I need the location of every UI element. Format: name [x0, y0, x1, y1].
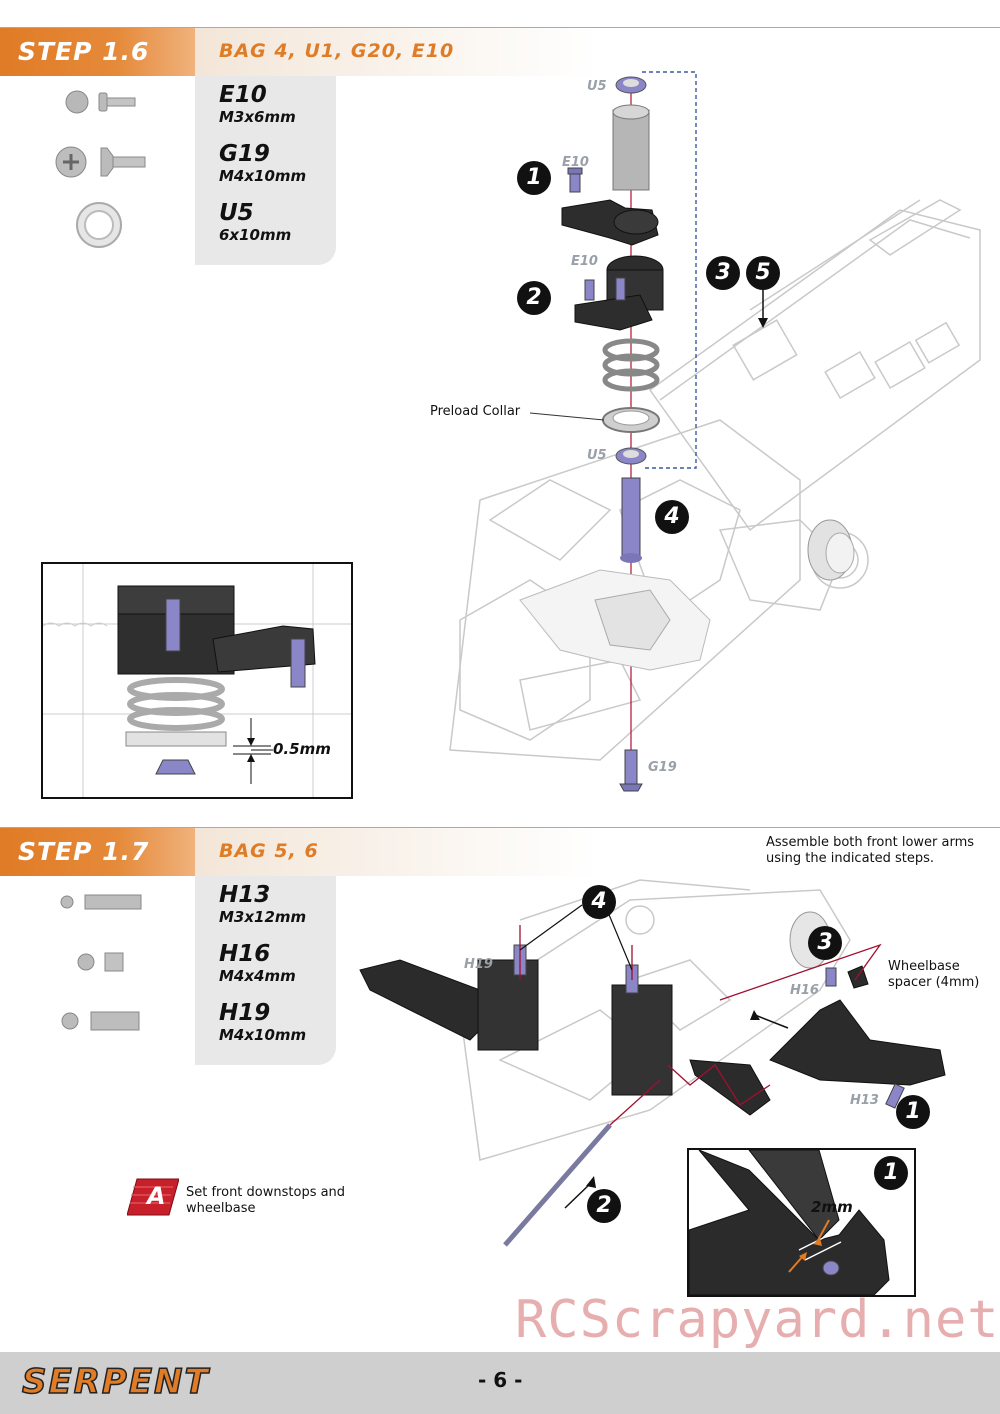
h16-tag: H16 — [790, 983, 819, 998]
page-footer: SERPENT - 6 - — [0, 1352, 1000, 1414]
part-code: E10 — [219, 82, 267, 108]
parts-list: E10 M3x6mm G19 M4x10mm U5 6x10mm — [195, 76, 336, 265]
step-title: STEP 1.7 — [18, 837, 150, 866]
part-size: 6x10mm — [219, 226, 292, 244]
button-head-screw-icon — [65, 90, 136, 114]
part-code: G19 — [219, 141, 270, 167]
callout-1: 1 — [896, 1095, 930, 1129]
section-rule — [0, 827, 1000, 828]
u5-tag: U5 — [587, 448, 607, 463]
callout-3: 3 — [706, 256, 740, 290]
callout-2: 2 — [587, 1189, 621, 1223]
hinge-pin — [503, 1123, 612, 1247]
dashed-bracket — [642, 71, 697, 469]
part-code: H16 — [219, 941, 271, 967]
step-title: STEP 1.6 — [18, 37, 150, 66]
part-size: M4x10mm — [219, 1026, 307, 1044]
front-arm-diagram — [359, 879, 946, 1247]
step-header: STEP 1.7 — [0, 828, 195, 876]
brand-logo: SERPENT — [21, 1361, 210, 1403]
callout-1: 1 — [517, 161, 551, 195]
wheelbase-spacer-note: Wheelbase spacer (4mm) — [888, 959, 980, 990]
part-size: M4x4mm — [219, 967, 296, 985]
bag-header: BAG 4, U1, G20, E10 — [195, 28, 1000, 76]
short-set-screw-icon — [77, 952, 124, 972]
set-screw-icon — [60, 894, 142, 910]
g19-tag: G19 — [648, 760, 677, 775]
part-icons — [60, 894, 142, 1031]
bag-label: BAG 4, U1, G20, E10 — [219, 40, 455, 62]
parts-list: H13 M3x12mm H16 M4x4mm H19 M4x10mm — [195, 876, 336, 1065]
setup-note: Set front downstops and wheelbase — [186, 1185, 346, 1216]
step-header: STEP 1.6 — [0, 28, 195, 76]
h13-tag: H13 — [850, 1093, 879, 1108]
setup-badge-letter: A — [147, 1182, 166, 1210]
chassis-exploded-diagram — [449, 71, 981, 792]
e10-tag: E10 — [571, 254, 598, 269]
callout-4: 4 — [582, 885, 616, 919]
spring — [602, 338, 660, 392]
part-size: M3x6mm — [219, 108, 296, 126]
washer-icon — [76, 202, 122, 248]
pin-icon — [61, 1011, 140, 1031]
downstop-dimension: 2mm — [811, 1198, 853, 1216]
part-size: M4x10mm — [219, 167, 307, 185]
part-code: U5 — [219, 200, 254, 226]
part-code: H13 — [219, 882, 271, 908]
u5-tag: U5 — [587, 79, 607, 94]
preload-detail-inset: 0.5mm — [41, 562, 353, 799]
callout-2: 2 — [517, 281, 551, 315]
chassis-outline — [449, 199, 981, 761]
setup-badge: A — [126, 1177, 180, 1217]
page-number: - 6 - — [478, 1368, 523, 1392]
h19-tag: H19 — [464, 957, 493, 972]
inset-callout-1: 1 — [874, 1156, 908, 1190]
preload-gap-dimension: 0.5mm — [273, 740, 331, 758]
bag-label: BAG 5, 6 — [219, 840, 319, 862]
part-icons — [55, 90, 146, 248]
right-lower-arm — [769, 999, 946, 1086]
downstop-detail-inset: 1 2mm — [687, 1148, 916, 1297]
part-size: M3x12mm — [219, 908, 307, 926]
preload-collar-label: Preload Collar — [430, 404, 521, 419]
callout-4: 4 — [655, 500, 689, 534]
watermark: RCScrapyard.net — [515, 1290, 1000, 1350]
callout-3: 3 — [808, 926, 842, 960]
callout-5: 5 — [746, 256, 780, 290]
e10-tag: E10 — [562, 155, 589, 170]
bag-header: BAG 5, 6 — [195, 828, 1000, 876]
left-lower-arm — [359, 959, 491, 1041]
assembly-note: Assemble both front lower arms using the… — [766, 835, 975, 866]
part-code: H19 — [219, 1000, 271, 1026]
countersunk-screw-icon — [55, 146, 146, 178]
pulley — [807, 519, 855, 581]
setup-badge-icon — [126, 1178, 180, 1216]
section-rule — [0, 27, 1000, 28]
